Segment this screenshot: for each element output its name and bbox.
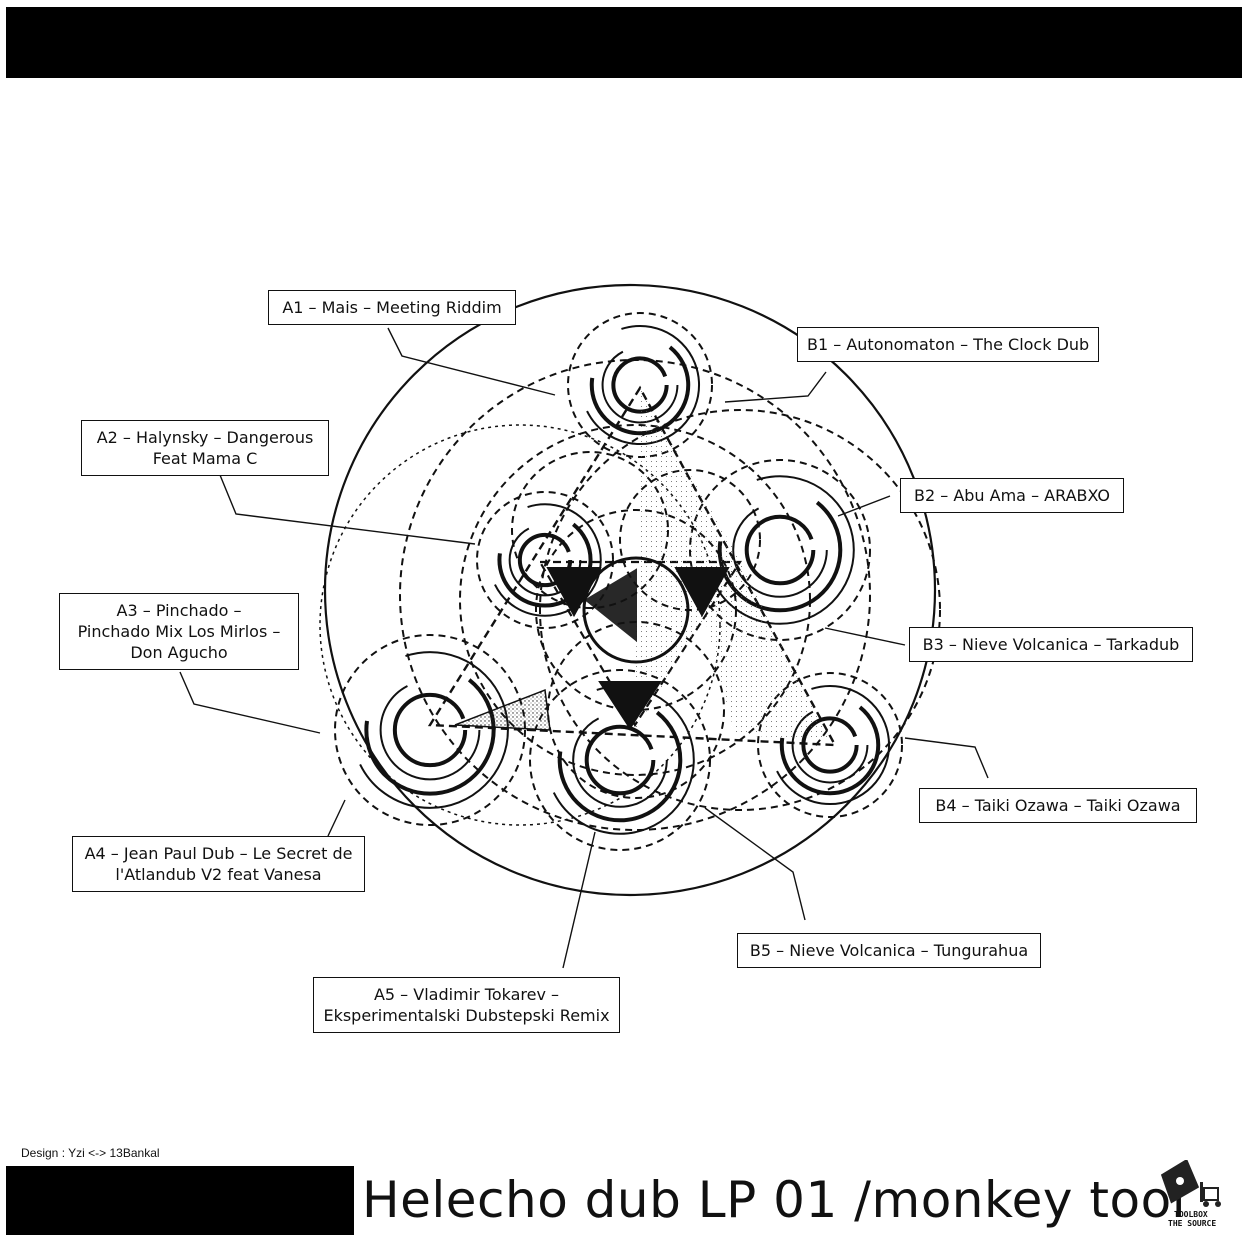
album-title: Helecho dub LP 01 /monkey tool bbox=[362, 1171, 1187, 1229]
top-black-bar bbox=[6, 7, 1242, 78]
bottom-black-bar bbox=[6, 1166, 354, 1235]
leader-line-b5 bbox=[704, 807, 806, 921]
logo-text-line1: TOOLBOX bbox=[1174, 1210, 1208, 1219]
track-label-line: B4 – Taiki Ozawa – Taiki Ozawa bbox=[935, 796, 1181, 815]
track-label-line: Feat Mama C bbox=[152, 449, 258, 468]
ring-arc bbox=[364, 664, 496, 796]
ring-cluster-outline bbox=[334, 634, 526, 826]
track-label-line: B3 – Nieve Volcanica – Tarkadub bbox=[922, 635, 1180, 654]
track-label-b3: B3 – Nieve Volcanica – Tarkadub bbox=[909, 627, 1193, 662]
ring-arc bbox=[508, 523, 582, 597]
track-label-line: B5 – Nieve Volcanica – Tungurahua bbox=[749, 941, 1029, 960]
ring-cluster-outline bbox=[529, 669, 711, 851]
ring-arc bbox=[705, 475, 855, 625]
leader-line-b2 bbox=[837, 495, 891, 517]
leader-line-a2 bbox=[219, 474, 476, 545]
ring-cluster-outline bbox=[757, 672, 903, 818]
track-label-line: Pinchado Mix Los Mirlos – bbox=[77, 622, 281, 641]
ring-arc bbox=[584, 724, 656, 796]
track-label-line: B2 – Abu Ama – ARABXO bbox=[913, 486, 1111, 505]
track-label-line: A5 – Vladimir Tokarev – bbox=[373, 985, 560, 1004]
ring-arc bbox=[379, 679, 481, 781]
leader-line-a5 bbox=[562, 831, 596, 969]
record-forklift-icon bbox=[1160, 1158, 1221, 1207]
track-label-b2: B2 – Abu Ama – ARABXO bbox=[900, 478, 1124, 513]
ring-arc bbox=[572, 712, 668, 808]
ring-arc bbox=[769, 684, 891, 806]
track-label-line: Don Agucho bbox=[130, 643, 228, 662]
leader-line-a3 bbox=[179, 671, 321, 734]
ring-arc bbox=[557, 697, 683, 823]
ring-arc bbox=[744, 514, 816, 586]
track-label-line: B1 – Autonomaton – The Clock Dub bbox=[807, 335, 1090, 354]
track-label-line: l'Atlandub V2 feat Vanesa bbox=[115, 865, 322, 884]
ring-arc bbox=[488, 503, 602, 617]
track-label-a4: A4 – Jean Paul Dub – Le Secret de l'Atlan… bbox=[72, 836, 365, 892]
track-label-b1: B1 – Autonomaton – The Clock Dub bbox=[797, 327, 1099, 362]
leader-line-a1 bbox=[387, 327, 556, 396]
track-label-b5: B5 – Nieve Volcanica – Tungurahua bbox=[737, 933, 1041, 968]
leader-line-b4 bbox=[904, 737, 989, 779]
design-credit: Design : Yzi <-> 13Bankal bbox=[21, 1146, 160, 1160]
track-label-b4: B4 – Taiki Ozawa – Taiki Ozawa bbox=[919, 788, 1197, 823]
ring-arc bbox=[791, 706, 869, 784]
leader-line-a4 bbox=[327, 799, 346, 837]
ring-arc bbox=[497, 512, 593, 608]
leader-line-b1 bbox=[724, 371, 827, 403]
ring-arc bbox=[801, 716, 859, 774]
ring-arc bbox=[779, 694, 881, 796]
track-label-line: A3 – Pinchado – bbox=[116, 601, 242, 620]
leader-line-b3 bbox=[824, 627, 906, 646]
track-label-line: A2 – Halynsky – Dangerous bbox=[96, 428, 314, 447]
track-label-a3: A3 – Pinchado – Pinchado Mix Los Mirlos –… bbox=[59, 593, 299, 670]
track-label-line: Eksperimentalski Dubstepski Remix bbox=[323, 1006, 610, 1025]
ring-arc bbox=[517, 532, 573, 588]
track-label-a1: A1 – Mais – Meeting Riddim bbox=[268, 290, 516, 325]
ring-arc bbox=[392, 692, 468, 768]
ring-arc bbox=[351, 651, 509, 809]
logo-text-line2: THE SOURCE bbox=[1168, 1219, 1217, 1228]
ring-cluster-outline bbox=[476, 491, 614, 629]
record-forklift-logo: TOOLBOX THE SOURCE bbox=[1152, 1158, 1232, 1230]
track-label-a5: A5 – Vladimir Tokarev – Eksperimentalski … bbox=[313, 977, 620, 1033]
track-label-line: A1 – Mais – Meeting Riddim bbox=[282, 298, 502, 317]
track-label-line: A4 – Jean Paul Dub – Le Secret de bbox=[84, 844, 353, 863]
